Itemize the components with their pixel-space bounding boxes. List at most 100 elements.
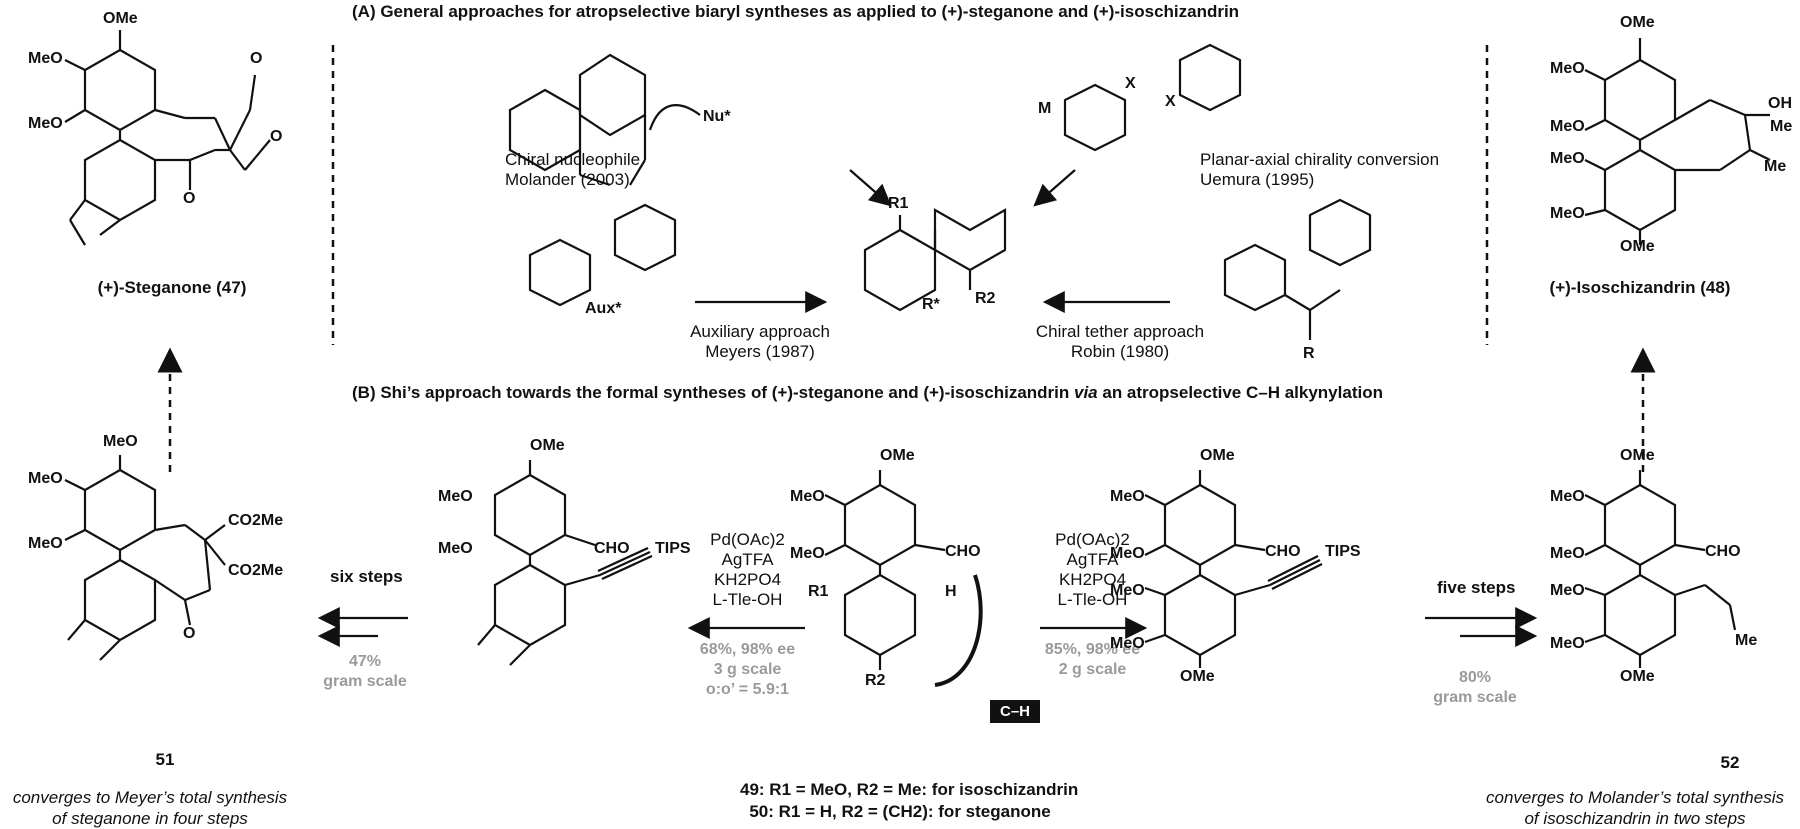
right-yield-1: 85%, 98% ee [1044,641,1141,658]
compound-52-structure [1584,470,1737,668]
left-reagent-4: L-Tle-OH [712,590,783,609]
atom-o: O [183,190,196,207]
atom-r1: R1 [808,583,829,600]
left-reagent-3: KH2PO4 [713,570,782,589]
section-b-title-via: via [1074,383,1098,402]
right-note-line-2: of isoschizandrin in two steps [1524,809,1746,828]
robin-label: Chiral tether approach Robin (1980) [1025,322,1215,362]
atom-h: H [945,583,957,600]
atom-r2: R2 [865,672,886,689]
atom-o: O [250,50,263,67]
biaryl-target [863,208,1007,312]
atom-rstar: R* [922,296,940,313]
atom-co2me: CO2Me [228,512,284,529]
left-reagent-1: Pd(OAc)2 [710,530,785,549]
atom-ome: OMe [530,437,565,454]
atom-me: Me [1764,158,1787,175]
atom-meo: MeO [28,115,63,132]
section-b-title-pre: (B) Shi’s approach towards the formal sy… [352,383,1074,402]
left-yield-2: 3 g scale [713,661,782,678]
left-note-line-2: of steganone in four steps [52,809,248,828]
left-intermediate-structure [477,460,653,666]
right-reagent-1: Pd(OAc)2 [1055,530,1130,549]
meyers-label: Auxiliary approach Meyers (1987) [680,322,840,362]
robin-line-2: Robin (1980) [1070,342,1170,361]
atom-ome: OMe [1620,447,1655,464]
atom-r2: R2 [975,290,996,307]
atom-oh: OH [1768,95,1792,112]
atom-me: Me [1770,118,1793,135]
atom-cho: CHO [594,540,630,557]
left-yield: 68%, 98% ee 3 g scale o:o’ = 5.9:1 [690,640,805,700]
robin-precursor [1223,198,1372,340]
compound-51-label: 51 [155,750,175,769]
meyers-line-1: Auxiliary approach [690,322,830,341]
right-convergence-note: converges to Molander’s total synthesis … [1470,787,1800,829]
right-yield: 85%, 98% ee 2 g scale [1035,640,1150,680]
six-yield-1: 47% [348,653,382,670]
atom-meo: MeO [1110,582,1145,599]
atom-me: Me [1735,632,1758,649]
right-intermediate-structure [1144,470,1323,668]
atom-x: X [1165,93,1176,110]
starting-material-caption: 49: R1 = MeO, R2 = Me: for isoschizandri… [740,779,1079,823]
right-reagent-3: KH2PO4 [1058,570,1127,589]
atom-meo: MeO [1550,545,1585,562]
atom-ome: OMe [1620,238,1655,255]
atom-ome: OMe [1200,447,1235,464]
atom-ome: OMe [1620,668,1655,685]
molander-line-1: Chiral nucleophile [505,150,641,169]
molander-precursor [508,53,701,187]
atom-cho: CHO [945,543,981,560]
atom-meo: MeO [1550,582,1585,599]
atom-o: O [183,625,196,642]
right-reagent-2: AgTFA [1066,550,1119,569]
atom-meo: MeO [1550,118,1585,135]
atom-ome: OMe [103,10,138,27]
six-yield-2: gram scale [323,673,407,690]
left-convergence-note: converges to Meyer’s total synthesis of … [0,787,300,829]
left-reagent-2: AgTFA [721,550,774,569]
atom-x: X [1125,75,1136,92]
atom-ome: OMe [880,447,915,464]
uemura-label: Planar-axial chirality conversion Uemura… [1200,150,1439,190]
steganone-structure [64,30,271,246]
six-steps-label: six steps [330,567,403,586]
atom-co2me: CO2Me [228,562,284,579]
atom-meo: MeO [1550,488,1585,505]
molander-line-2: Molander (2003) [505,170,630,189]
section-a-title: (A) General approaches for atropselectiv… [352,2,1240,21]
atom-tips: TIPS [1325,543,1361,560]
atom-meo: MeO [1110,488,1145,505]
atom-aux: Aux* [585,300,622,317]
five-steps-yield: 80% gram scale [1420,668,1530,708]
atom-meo: MeO [790,545,825,562]
right-reagent-4: L-Tle-OH [1057,590,1128,609]
sm-caption-line-1: 49: R1 = MeO, R2 = Me: for isoschizandri… [740,780,1079,799]
atom-m: M [1038,100,1052,117]
atom-meo: MeO [1110,635,1145,652]
atom-meo: MeO [438,488,473,505]
atom-r: R [1303,345,1315,362]
right-note-line-1: converges to Molander’s total synthesis [1486,788,1784,807]
atom-meo: MeO [1550,635,1585,652]
atom-meo: MeO [790,488,825,505]
atom-meo: MeO [28,470,63,487]
ch-badge: C–H [990,700,1041,723]
atom-cho: CHO [1265,543,1301,560]
arrow-molander [849,169,892,207]
right-yield-2: 2 g scale [1058,661,1127,678]
atom-tips: TIPS [655,540,691,557]
atom-o: O [270,128,283,145]
five-yield-1: 80% [1458,669,1492,686]
atom-meo: MeO [28,50,63,67]
atom-meo: MeO [28,535,63,552]
left-reagents: Pd(OAc)2 AgTFA KH2PO4 L-Tle-OH [690,530,805,610]
uemura-line-2: Uemura (1995) [1200,170,1315,189]
atom-meo: MeO [1550,150,1585,167]
section-b-title-post: an atropselective C–H alkynylation [1097,383,1383,402]
atom-meo: MeO [1110,545,1145,562]
five-steps-label: five steps [1437,578,1516,597]
molander-label: Chiral nucleophile Molander (2003) [505,150,640,190]
